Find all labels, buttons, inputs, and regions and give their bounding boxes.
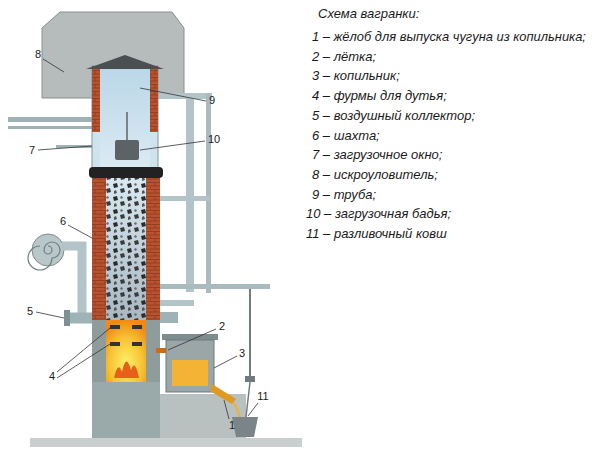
shaft-rim — [89, 167, 163, 178]
melting-zone — [106, 320, 146, 382]
air-pipe — [160, 300, 194, 306]
frame-column — [206, 93, 211, 293]
shaft-brick — [146, 178, 160, 322]
leader-line — [43, 59, 64, 72]
leader-lines — [36, 59, 258, 419]
key-entry: 3 – копильник; — [312, 69, 400, 84]
tapping-spout — [210, 384, 236, 404]
pouring-ladle — [232, 417, 258, 437]
ladle-rod — [246, 382, 250, 417]
leader-line — [224, 400, 229, 419]
tuyere — [132, 342, 142, 346]
ladle-arm — [160, 284, 270, 289]
molten-iron — [172, 360, 208, 386]
air-pipe — [186, 96, 194, 292]
ground — [30, 438, 302, 447]
blower-fan — [32, 234, 64, 266]
leader-line — [68, 225, 92, 238]
forehearth-lid — [162, 334, 218, 340]
leader-line — [248, 403, 258, 416]
callout-number: 2 — [218, 320, 226, 333]
ladle-hanger — [245, 376, 255, 382]
tuyere — [132, 325, 142, 329]
chimney-shell — [92, 66, 158, 170]
callout-number: 10 — [207, 133, 221, 146]
key-entry: 9 – труба; — [312, 188, 376, 203]
leader-line — [140, 141, 205, 150]
callout-number: 11 — [256, 390, 269, 403]
air-collector — [160, 312, 178, 323]
key-entry: 1 – жёлоб для выпуска чугуна из копильни… — [312, 30, 586, 45]
callout-number: 6 — [59, 215, 67, 228]
key-entry: 2 – лётка; — [312, 50, 376, 65]
leader-line — [57, 344, 110, 378]
key-entry: 7 – загрузочное окно; — [312, 148, 442, 163]
callout-number: 1 — [228, 419, 236, 432]
leader-line — [57, 328, 110, 372]
callout-number: 7 — [28, 144, 36, 157]
collector-flange — [64, 310, 70, 326]
callout-number: 9 — [208, 94, 216, 107]
chimney-pipe — [100, 66, 150, 170]
ladle-rod — [249, 289, 251, 378]
platform-rail — [8, 126, 100, 129]
iron-stream — [234, 403, 240, 418]
bucket-cable — [126, 112, 127, 141]
callout-number: 8 — [34, 48, 42, 61]
chimney-cap — [86, 55, 164, 69]
key-entry: 4 – фурмы для дутья; — [312, 89, 447, 104]
charging-bucket — [115, 140, 139, 160]
fan-spiral — [28, 242, 60, 270]
shaft-shell — [92, 176, 160, 324]
charge-coke — [106, 178, 146, 324]
diagram-title: Схема вагранки: — [318, 7, 419, 22]
flame — [114, 361, 139, 378]
leader-line — [36, 312, 64, 318]
key-entry: 10 – загрузочная бадья; — [306, 207, 451, 222]
shaft-interior — [106, 178, 146, 324]
key-entry: 5 – воздушный коллектор; — [312, 109, 475, 124]
tuyere — [110, 325, 120, 329]
frame-beam — [160, 196, 210, 201]
chimney-brick — [92, 66, 100, 132]
leader-line — [214, 356, 237, 368]
shaft-brick — [92, 178, 106, 322]
callout-number: 5 — [26, 305, 34, 318]
leader-line — [140, 88, 206, 101]
key-entry: 11 – разливочный ковш — [306, 227, 447, 242]
callout-number: 4 — [48, 370, 56, 383]
callout-number: 3 — [238, 347, 246, 360]
leader-line — [38, 146, 92, 150]
key-entry: 8 – искроуловитель; — [312, 168, 438, 183]
chimney-brick — [150, 66, 158, 132]
cupola-base — [92, 382, 160, 438]
air-duct — [62, 246, 82, 316]
platform-rail — [8, 117, 100, 122]
key-entry: 6 – шахта; — [312, 129, 380, 144]
leader-line — [168, 329, 216, 350]
tuyere — [110, 342, 120, 346]
